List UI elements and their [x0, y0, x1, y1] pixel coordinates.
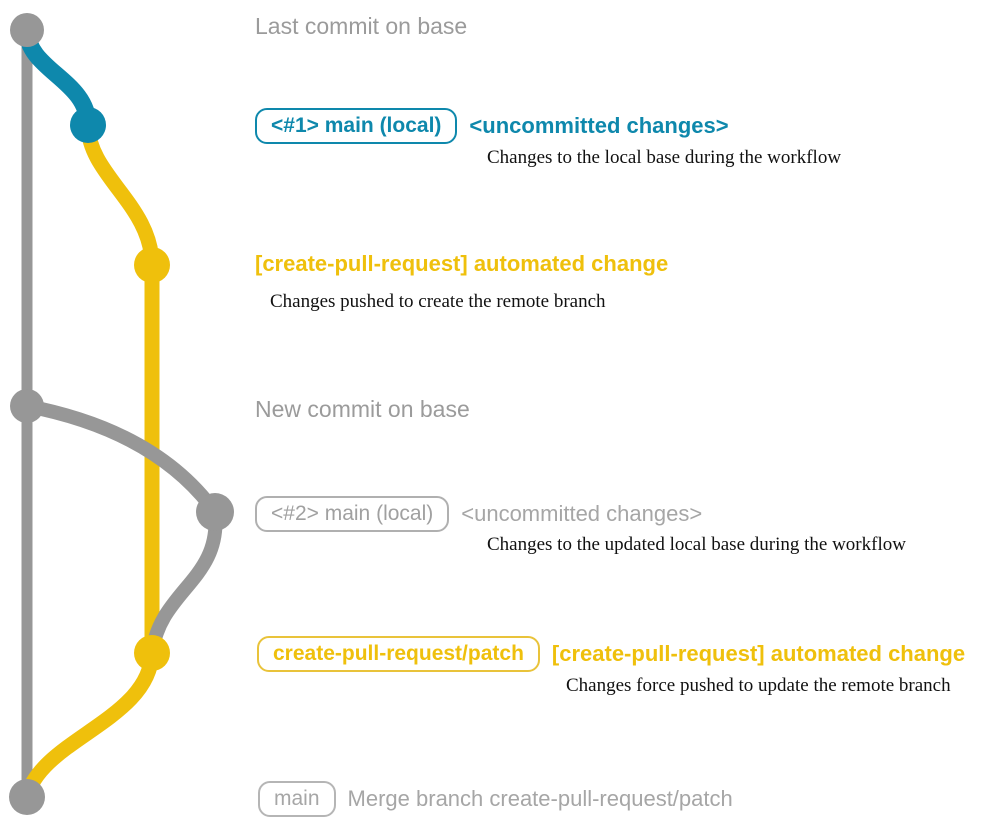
commit-body-automated-change-2: Changes force pushed to update the remot… [566, 675, 951, 696]
heading-new-commit-on-base: New commit on base [255, 396, 470, 422]
local2-to-patch-edge [145, 505, 223, 660]
ref-badge-local-1[interactable]: <#1> main (local) [255, 108, 458, 144]
commit-body-local-2: Changes to the updated local base during… [487, 534, 906, 555]
ref-badge-local-2[interactable]: <#2> main (local) [255, 496, 450, 532]
commit-subject-automated-change-1: [create-pull-request] automated change [255, 251, 669, 276]
commit-node-local-2[interactable] [196, 493, 234, 531]
commit-node-merge[interactable] [9, 779, 45, 815]
commit-node-local-1[interactable] [70, 107, 106, 143]
commit-subject-automated-change-2: [create-pull-request] automated change [551, 641, 966, 666]
commit-row-automated-change-1: [create-pull-request] automated change [255, 253, 668, 275]
commit-row-merge: main Merge branch create-pull-request/pa… [258, 781, 733, 817]
heading-last-commit-on-base: Last commit on base [255, 13, 468, 39]
ref-badge-main[interactable]: main [258, 781, 336, 817]
patch-to-merge-edge [19, 645, 160, 805]
local-branch-teal-edge [18, 21, 97, 134]
patch-branch-start-edge [80, 117, 160, 273]
commit-subject-local-1: <uncommitted changes> [469, 113, 729, 138]
commit-row-local-2: <#2> main (local) <uncommitted changes> [255, 496, 702, 532]
commit-body-local-1: Changes to the local base during the wor… [487, 147, 842, 168]
commit-subject-local-2: <uncommitted changes> [461, 501, 703, 526]
commit-node-automated-change-1[interactable] [134, 247, 170, 283]
commit-subject-merge: Merge branch create-pull-request/patch [347, 786, 733, 811]
commit-row-automated-change-2: create-pull-request/patch [create-pull-r… [257, 636, 965, 672]
commit-body-automated-change-1: Changes pushed to create the remote bran… [270, 291, 606, 312]
commit-row-local-1: <#1> main (local) <uncommitted changes> [255, 108, 729, 144]
commit-node-new-commit-on-base[interactable] [10, 389, 44, 423]
commit-node-last-commit-on-base[interactable] [10, 13, 44, 47]
ref-badge-create-pull-request-patch[interactable]: create-pull-request/patch [257, 636, 540, 672]
commit-node-automated-change-2[interactable] [134, 635, 170, 671]
base-to-local2-edge [20, 399, 222, 519]
